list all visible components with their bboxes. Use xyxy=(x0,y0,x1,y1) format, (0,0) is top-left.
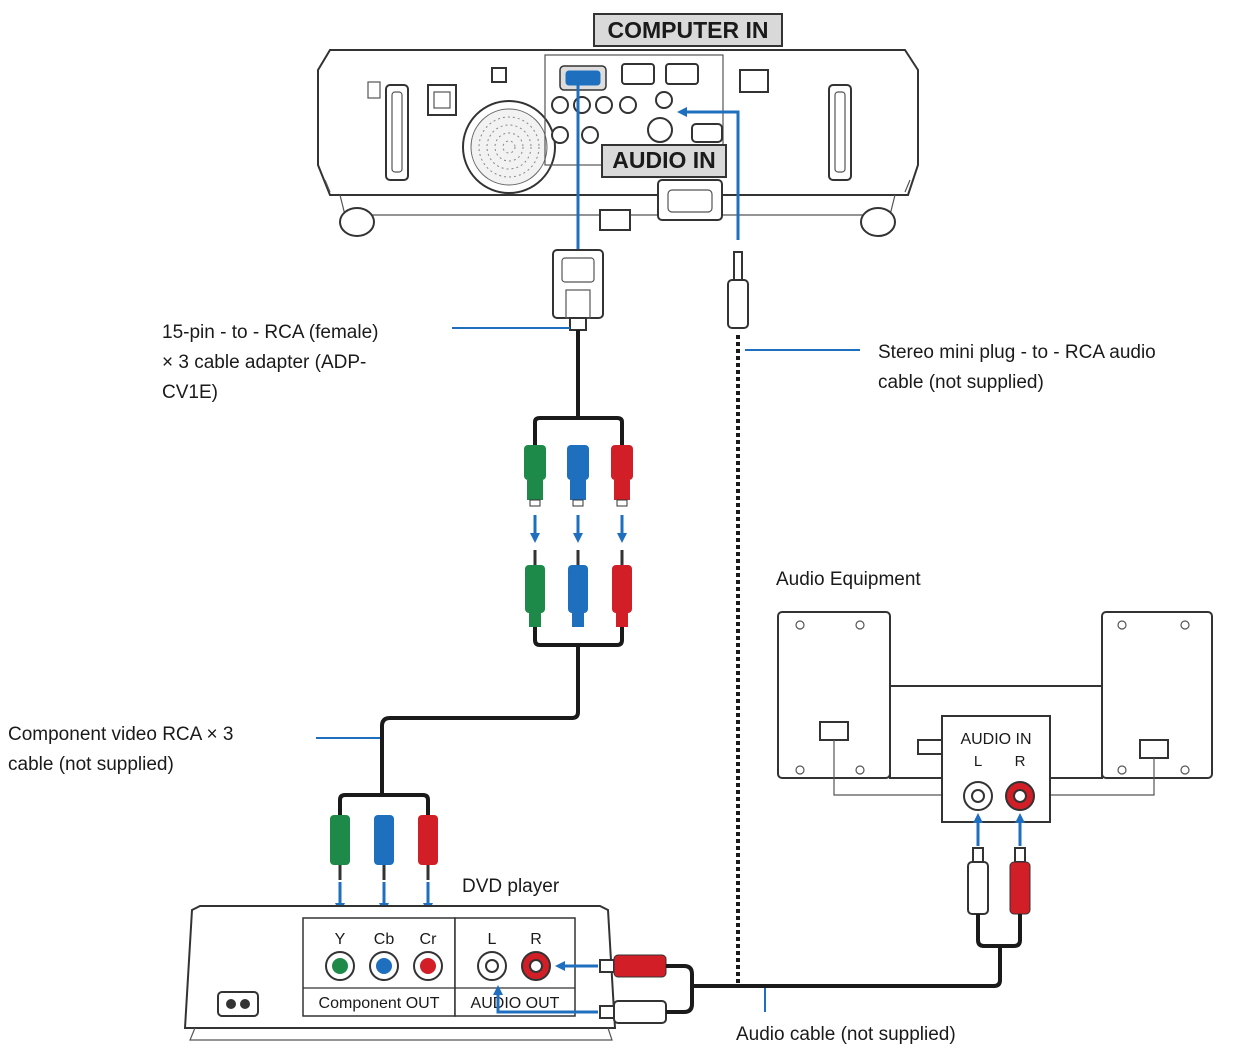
audio-cable xyxy=(690,946,1002,988)
component-cable-bottom-plugs xyxy=(330,815,438,880)
dvd-audio-right: R xyxy=(530,931,542,948)
component-plug-green-bottom xyxy=(330,815,350,880)
stereo-mini-plug xyxy=(727,251,749,329)
adapter-rca-plugs xyxy=(524,445,633,507)
projector: COMPUTER IN AUDIO IN xyxy=(317,13,919,237)
adapter-label-line-2: × 3 cable adapter (ADP- xyxy=(162,352,366,373)
dvd-audio-arrows xyxy=(493,961,598,1014)
component-plug-blue-top xyxy=(568,550,588,627)
dvd-audio-label: AUDIO OUT xyxy=(471,995,560,1012)
adapter-label-line-1: 15-pin - to - RCA (female) xyxy=(162,322,378,343)
dvd-player: Y Cb Cr Component OUT L R AUDIO OUT xyxy=(183,905,617,1041)
audio-panel-title: AUDIO IN xyxy=(960,731,1031,748)
component-cable xyxy=(380,645,580,795)
component-cable-split-bottom xyxy=(338,793,430,815)
component-plug-blue-bottom xyxy=(374,815,394,880)
audio-equipment-title: Audio Equipment xyxy=(776,569,921,590)
adapter-label-line-3: CV1E) xyxy=(162,382,218,403)
dvd-audio-left: L xyxy=(488,931,497,948)
audio-panel-right: R xyxy=(1015,753,1026,770)
audio-cable-split-right xyxy=(976,914,1022,948)
vga-plug xyxy=(552,249,604,331)
speaker-grille xyxy=(478,116,540,178)
audio-equipment-arrows xyxy=(973,813,1025,846)
adapter-plug-blue xyxy=(567,445,589,507)
audio-in-tag: AUDIO IN xyxy=(612,147,716,173)
adapter-plug-red xyxy=(611,445,633,507)
adapter-plug-green xyxy=(524,445,546,507)
component-cable-top-plugs xyxy=(525,550,632,627)
adapter-callout: 15-pin - to - RCA (female) × 3 cable ada… xyxy=(162,322,378,403)
stereo-cable-label-line-1: Stereo mini plug - to - RCA audio xyxy=(878,342,1156,363)
component-cable-label-line-1: Component video RCA × 3 xyxy=(8,724,234,745)
component-cable-label-line-2: cable (not supplied) xyxy=(8,754,174,775)
dvd-connection-arrows xyxy=(335,882,433,913)
component-cable-join-top xyxy=(533,627,624,647)
audio-equipment-plugs xyxy=(967,847,1031,915)
computer-in-tag: COMPUTER IN xyxy=(608,17,769,43)
stereo-cable-label-line-2: cable (not supplied) xyxy=(878,372,1044,393)
component-cable-callout: Component video RCA × 3 cable (not suppl… xyxy=(8,724,234,775)
audio-in-tag-box xyxy=(601,144,727,178)
dvd-jack-cr: Cr xyxy=(420,931,438,948)
projector-connection-arrows xyxy=(573,75,740,250)
computer-in-tag-box xyxy=(593,13,783,47)
component-plug-red-bottom xyxy=(418,815,438,880)
audio-cable-label: Audio cable (not supplied) xyxy=(736,1024,956,1045)
adapter-split xyxy=(533,416,624,445)
adapter-connection-arrows xyxy=(530,515,627,543)
stereo-cable-callout: Stereo mini plug - to - RCA audio cable … xyxy=(878,342,1156,393)
dvd-audio-plugs xyxy=(599,954,667,1024)
component-plug-red-top xyxy=(612,550,632,627)
audio-equipment: AUDIO IN L R xyxy=(777,611,1213,823)
audio-cable-split-left xyxy=(666,964,694,1014)
dvd-player-title: DVD player xyxy=(462,876,560,897)
callout-leaders xyxy=(316,327,860,1012)
component-plug-green-top xyxy=(525,550,545,627)
audio-panel-left: L xyxy=(974,753,982,770)
dvd-jack-cb: Cb xyxy=(374,931,395,948)
dvd-jack-y: Y xyxy=(335,931,346,948)
dvd-component-label: Component OUT xyxy=(319,995,440,1012)
